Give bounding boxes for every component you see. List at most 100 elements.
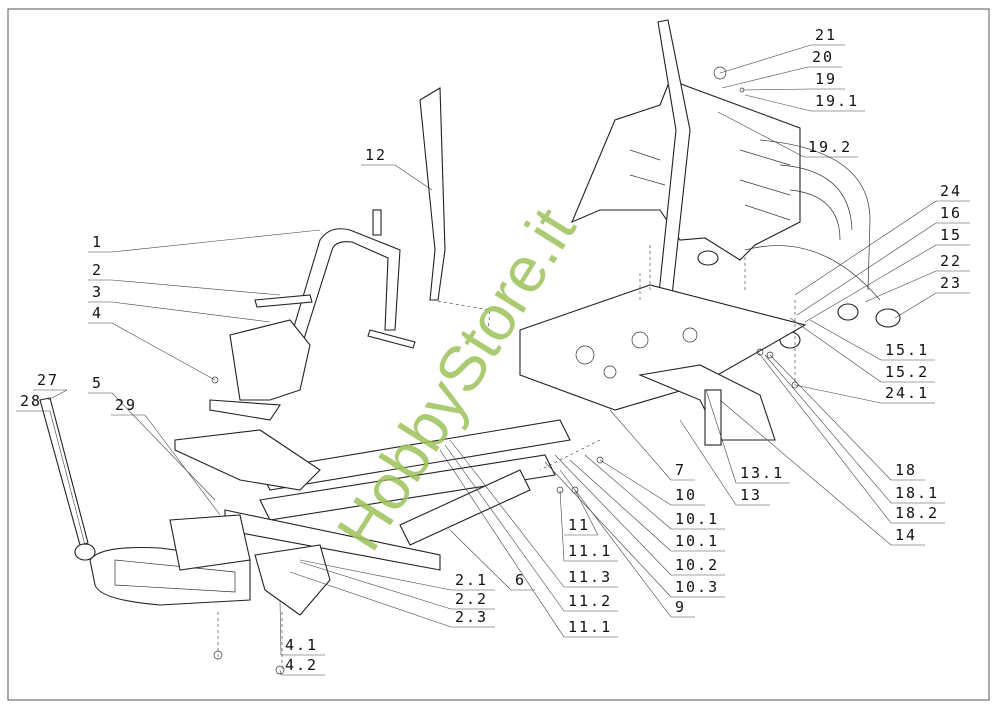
callout-label: 11 (568, 516, 590, 534)
leader-line (864, 270, 970, 303)
callout-12: 12 (361, 146, 433, 191)
callout-label: 24 (940, 182, 962, 200)
callout-19: 19 (741, 70, 845, 91)
callout-3: 3 (88, 283, 271, 323)
callout-10: 10 (599, 459, 705, 506)
leader-line (449, 439, 618, 588)
callout-label: 23 (940, 274, 962, 292)
callout-4: 4 (88, 304, 216, 381)
callout-label: 13.1 (740, 464, 784, 482)
callout-18: 18 (769, 354, 925, 481)
callout-11: 11 (564, 489, 599, 536)
leader-line (88, 301, 271, 323)
leader-line (744, 94, 865, 112)
leader-line (279, 669, 325, 676)
floor-pan (174, 429, 321, 491)
callout-5: 5 (88, 374, 216, 501)
leader-line (741, 88, 845, 91)
leader-line (717, 111, 858, 158)
callout-label: 15.2 (885, 363, 929, 381)
leader-line (299, 561, 495, 610)
callout-18-1: 18.1 (764, 354, 945, 504)
leader-line (88, 322, 216, 381)
callout-label: 6 (515, 571, 526, 589)
callout-label: 29 (115, 396, 137, 414)
leader-line (769, 354, 925, 481)
callout-21: 21 (719, 26, 845, 74)
leader-line (796, 222, 970, 316)
leader-line (361, 164, 433, 191)
callout-2-1: 2.1 (299, 559, 495, 591)
callout-label: 19.1 (815, 92, 859, 110)
callout-1: 1 (88, 229, 321, 253)
callout-11-2: 11.2 (444, 444, 618, 612)
callout-15-2: 15.2 (789, 317, 935, 383)
leader-line (439, 449, 618, 638)
callout-2-2: 2.2 (299, 561, 495, 610)
front-hoop (289, 228, 401, 346)
callout-6: 6 (449, 529, 535, 591)
callout-29: 29 (111, 396, 221, 516)
callout-10-2: 10.2 (554, 454, 725, 576)
callout-15-1: 15.1 (809, 319, 935, 361)
callout-18-2: 18.2 (757, 351, 945, 524)
leader-line (554, 454, 725, 576)
leader-line (679, 419, 770, 506)
callout-label: 4 (92, 304, 103, 322)
drawing-border (7, 8, 990, 701)
callout-11-1: 11.1 (559, 489, 618, 562)
footrest (419, 87, 446, 301)
callout-10-1: 10.1 (584, 454, 725, 530)
leader-line (721, 66, 842, 89)
callout-11-3: 11.3 (449, 439, 618, 588)
callout-label: 2.1 (455, 571, 488, 589)
callout-label: 2.3 (455, 608, 488, 626)
shield (229, 319, 311, 401)
callout-15: 15 (804, 226, 970, 323)
callout-22: 22 (864, 252, 970, 303)
leader-line (449, 529, 535, 591)
callout-28: 28 (16, 392, 86, 546)
callout-4-2: 4.2 (279, 656, 325, 676)
callout-2-3: 2.3 (289, 571, 495, 628)
callout-24: 24 (794, 182, 970, 296)
leader-line (789, 317, 935, 383)
leader-line (111, 414, 221, 516)
callout-11-1: 11.1 (439, 449, 618, 638)
callout-label: 22 (940, 252, 962, 270)
callout-labels: 21201919.119.2122416152223123415.115.224… (16, 26, 970, 676)
callout-14: 14 (719, 399, 925, 546)
callout-label: 21 (815, 26, 837, 44)
callout-label: 11.1 (568, 618, 612, 636)
leader-line (569, 459, 725, 552)
callout-10-3: 10.3 (544, 461, 725, 598)
callout-label: 4.2 (285, 656, 318, 674)
callout-label: 10.3 (675, 578, 719, 596)
leader-line (705, 389, 790, 484)
leader-line (88, 279, 281, 296)
callout-label: 10.1 (675, 532, 719, 550)
callout-label: 11.1 (568, 542, 612, 560)
callout-label: 7 (675, 461, 686, 479)
callout-label: 5 (92, 374, 103, 392)
leader-line (719, 399, 925, 546)
leader-line (33, 389, 68, 401)
callout-2: 2 (88, 261, 281, 296)
leader-line (16, 410, 86, 546)
callout-label: 24.1 (885, 384, 929, 402)
callout-label: 19 (815, 70, 837, 88)
rear-bumper (744, 139, 881, 301)
leader-line (88, 229, 321, 253)
callout-label: 19.2 (808, 138, 852, 156)
main-plate (519, 284, 807, 411)
leader-line (544, 461, 725, 598)
callout-20: 20 (721, 48, 842, 89)
leader-line (609, 409, 695, 481)
callout-19-2: 19.2 (717, 111, 858, 158)
callout-label: 11.2 (568, 592, 612, 610)
callout-13: 13 (679, 419, 770, 506)
callout-label: 27 (37, 371, 59, 389)
callout-label: 10.1 (675, 510, 719, 528)
callout-16: 16 (796, 204, 970, 316)
